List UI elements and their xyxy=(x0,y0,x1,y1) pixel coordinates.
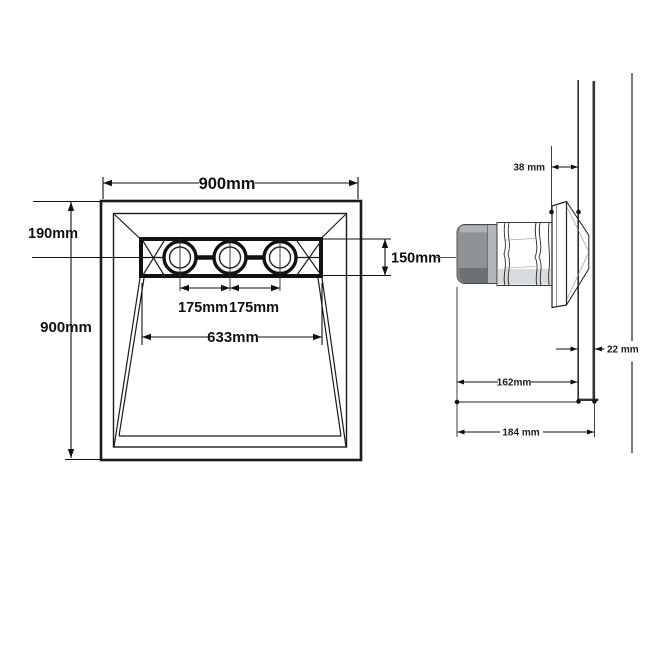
side-view: 38 mm 22 mm 162mm 184 mm xyxy=(436,73,639,453)
lamp-body-band xyxy=(487,225,497,283)
x-brace-right xyxy=(296,240,322,276)
panel-lines xyxy=(577,73,633,453)
dim-label-channel-width: 633mm xyxy=(207,329,259,346)
fixture-profile xyxy=(436,200,590,309)
dim-label-front-protrusion: 38 mm xyxy=(513,163,545,174)
dim-label-overall-width: 900mm xyxy=(199,175,256,193)
dim-label-panel-thickness: 22 mm xyxy=(607,345,639,356)
bezel-cone xyxy=(551,200,590,309)
dim-body-depth: 162mm xyxy=(457,378,578,389)
dim-label-top-to-drain: 190mm xyxy=(28,226,78,242)
dim-label-channel-height: 150mm xyxy=(391,251,441,267)
bottom-slope-lines xyxy=(113,277,347,448)
inner-frame xyxy=(112,212,348,448)
dim-channel-width: 633mm xyxy=(141,283,323,346)
dim-label-spacing-left: 175mm xyxy=(178,300,228,316)
dim-overall-width: 900mm xyxy=(102,175,359,199)
lamp-body-highlight xyxy=(460,225,496,233)
front-view: 900mm 190mm 900mm 150mm xyxy=(28,175,441,462)
dim-label-spacing-right: 175mm xyxy=(229,300,279,316)
dim-height-left: 190mm 900mm xyxy=(28,200,163,461)
thread-shadow xyxy=(498,269,551,285)
drain-channel xyxy=(139,237,323,291)
top-slope-lines xyxy=(114,214,346,240)
dim-label-overall-height: 900mm xyxy=(40,319,92,336)
reference-marks xyxy=(454,146,597,437)
dim-outlet-spacing: 175mm 175mm xyxy=(178,284,280,316)
dim-front-protrusion: 38 mm xyxy=(513,163,578,174)
lamp-body-outline xyxy=(456,224,498,284)
dim-label-overall-depth: 184 mm xyxy=(502,428,539,439)
dim-panel-thickness: 22 mm xyxy=(556,345,639,356)
dim-label-body-depth: 162mm xyxy=(497,378,532,389)
dim-overall-depth: 184 mm xyxy=(457,428,594,439)
dim-channel-height: 150mm xyxy=(323,238,441,277)
threaded-section xyxy=(496,222,553,286)
